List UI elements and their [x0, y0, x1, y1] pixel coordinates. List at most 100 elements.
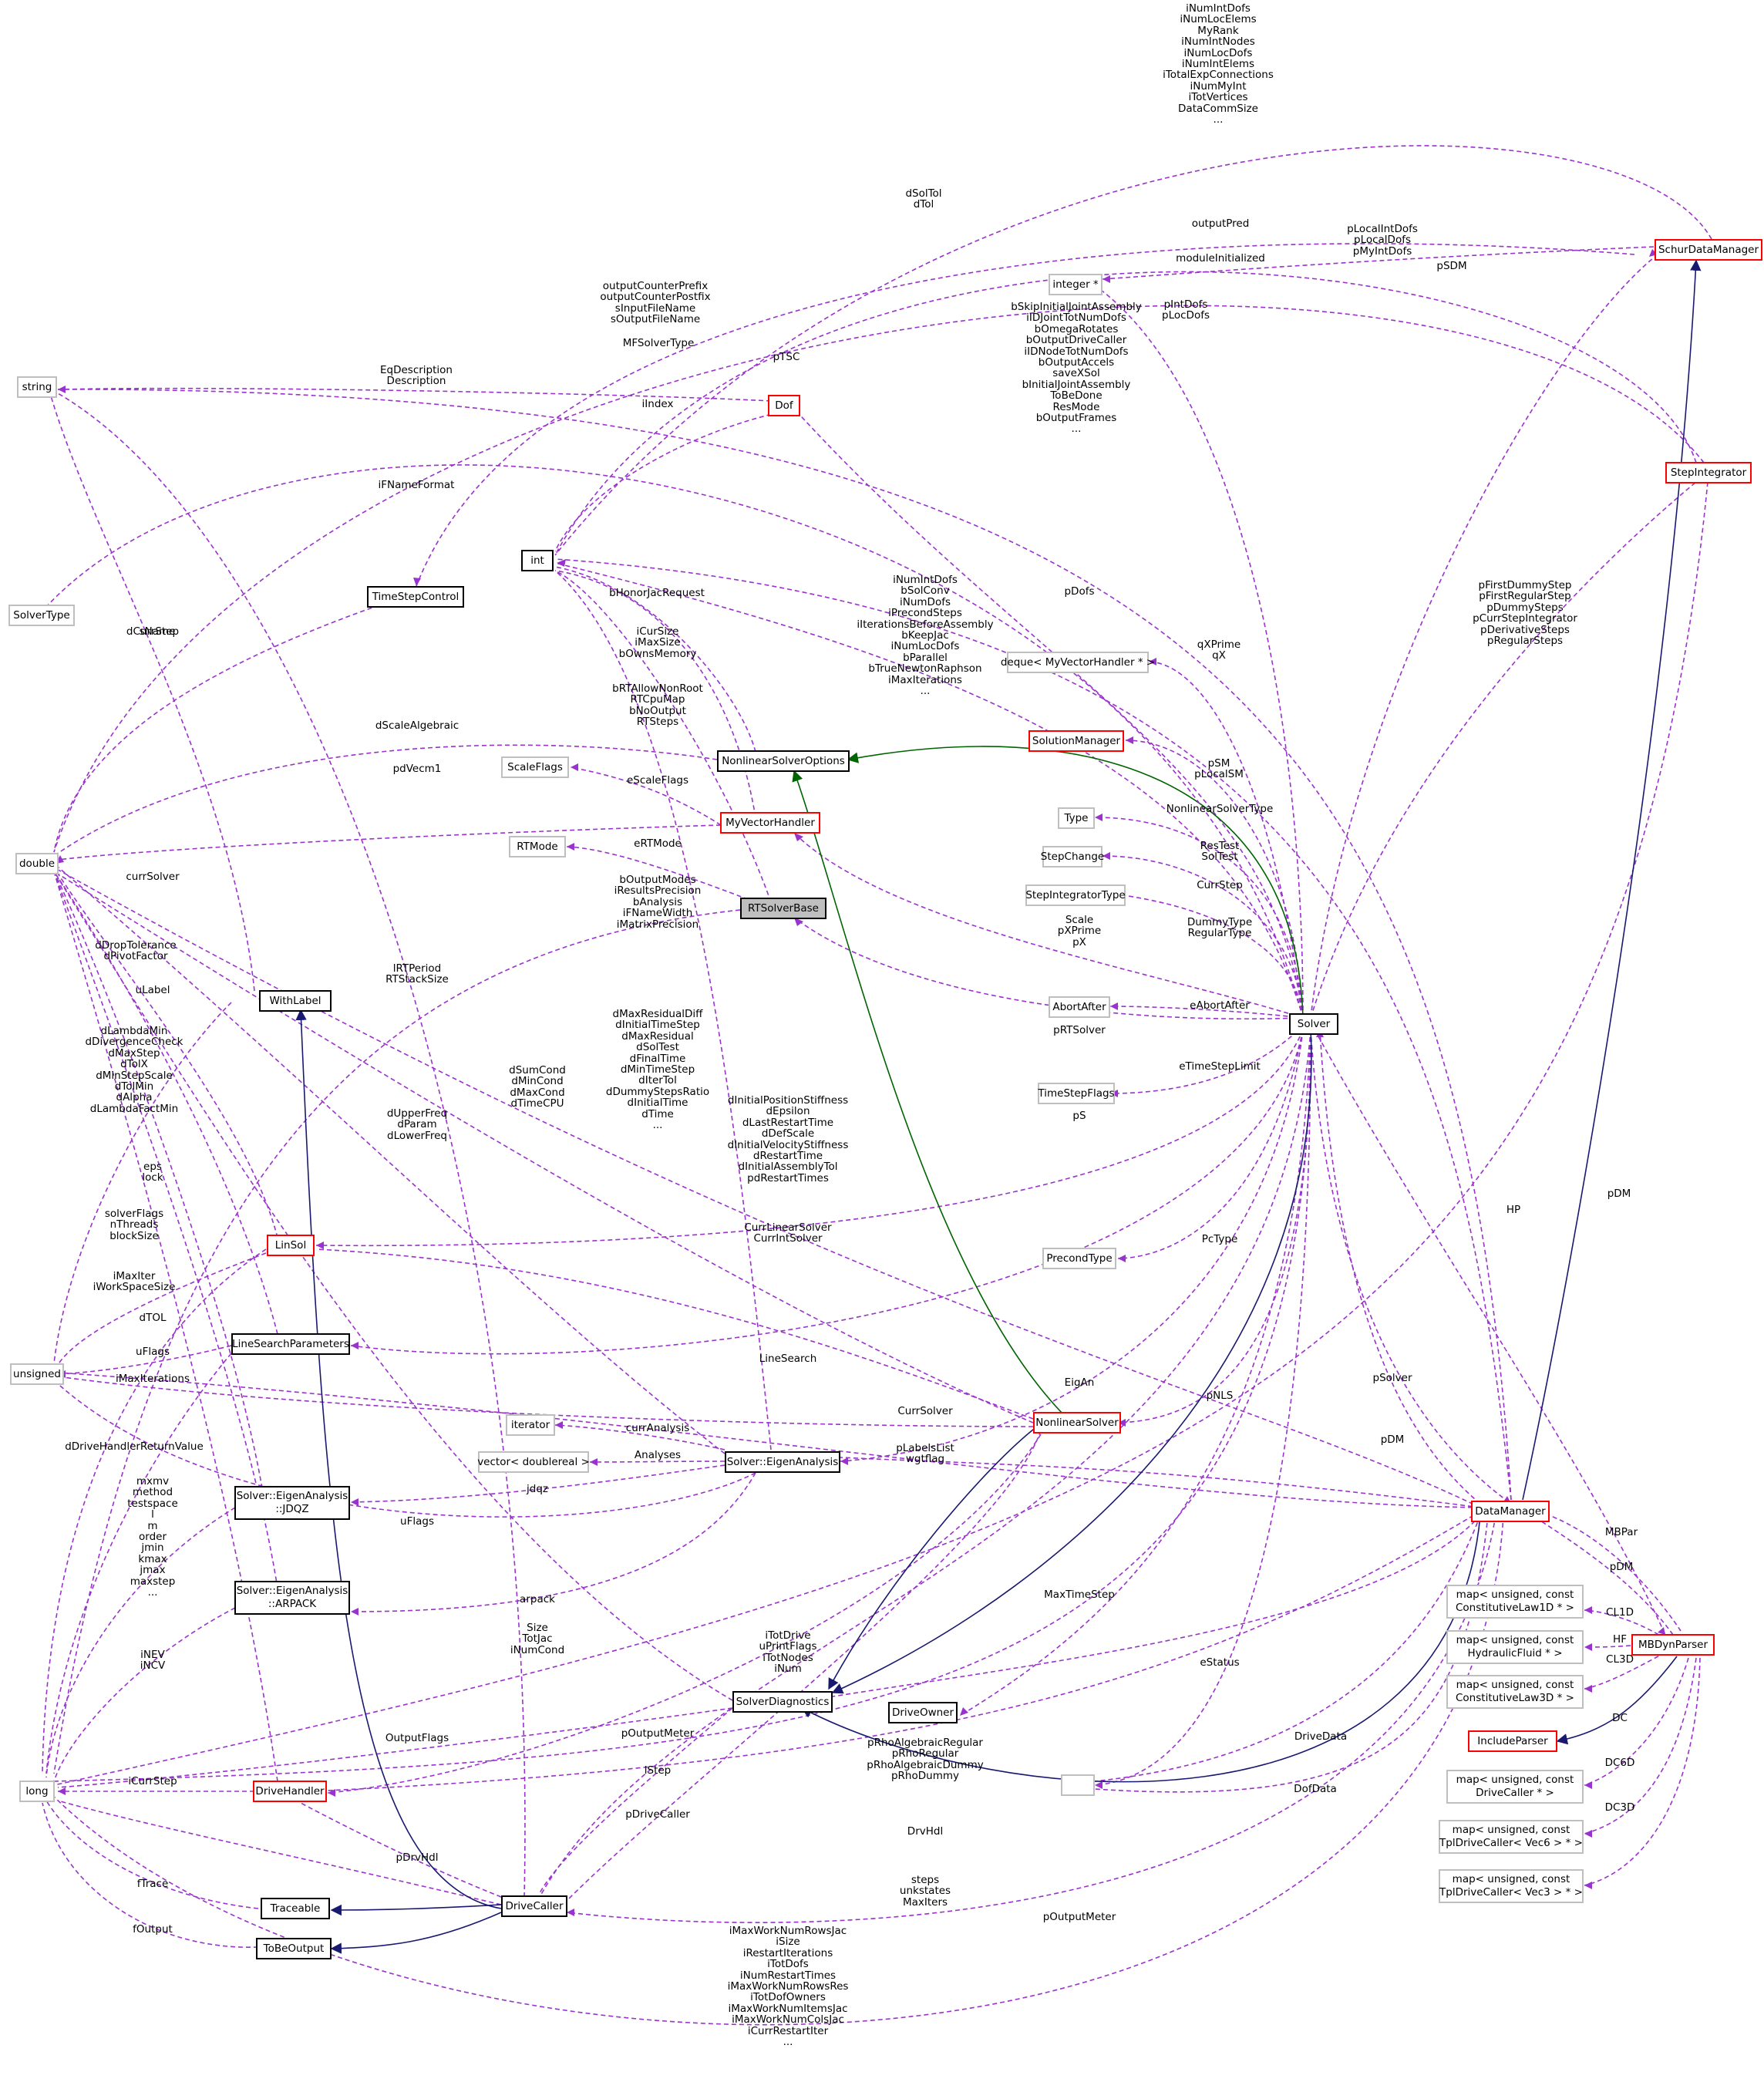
edge-label-dc3d: DC3D: [1604, 1801, 1635, 1814]
edge-label-ps: pS: [1072, 1110, 1086, 1122]
node-int[interactable]: int: [521, 550, 554, 571]
node-deque-myvectorhandler[interactable]: deque< MyVectorHandler * >: [1001, 652, 1155, 673]
arrowhead-string: [58, 386, 66, 393]
arrowhead-solutionmanager: [1126, 736, 1133, 744]
edge-label-imaxiter: iMaxIter iWorkSpaceSize: [93, 1270, 176, 1294]
node-map-hf[interactable]: map< unsigned, const HydraulicFluid * >: [1446, 1630, 1584, 1664]
node-nonlinearsolveroptions[interactable]: NonlinearSolverOptions: [717, 750, 850, 772]
node-rtmode[interactable]: RTMode: [509, 836, 566, 857]
edge-label-cl1d: CL1D: [1606, 1606, 1634, 1619]
edge-nonlinearsolveroptions-int: [554, 566, 756, 753]
node-precondtype[interactable]: PrecondType: [1042, 1248, 1116, 1269]
edge-label-dupper: dUpperFreq dParam dLowerFreq: [386, 1107, 448, 1142]
node-empty[interactable]: [1061, 1774, 1095, 1796]
edge-label-restest: ResTest SolTest: [1200, 840, 1240, 864]
edge-solver-precondtype: [1117, 1029, 1304, 1259]
node-stepintegratortype[interactable]: StepIntegratorType: [1025, 884, 1126, 906]
node-stepchange[interactable]: StepChange: [1041, 846, 1104, 868]
node-traceable[interactable]: Traceable: [261, 1898, 330, 1919]
node-timestepcontrol[interactable]: TimeStepControl: [367, 586, 464, 608]
node-double[interactable]: double: [15, 853, 59, 874]
node-vector-doublereal[interactable]: vector< doublereal >: [477, 1451, 590, 1473]
edge-datamanager-solverdiagnostics: [800, 1514, 1481, 1783]
edge-mbdynparser-includeparser: [1556, 1656, 1678, 1745]
node-withlabel[interactable]: WithLabel: [259, 990, 332, 1012]
edge-nonlinearsolver-unsigned: [57, 1376, 1034, 1427]
node-tobeoutput[interactable]: ToBeOutput: [256, 1938, 332, 1959]
node-driveowner[interactable]: DriveOwner: [888, 1702, 958, 1723]
edge-label-imaxwork: iMaxWorkNumRowsJac iSize iRestartIterati…: [727, 1925, 849, 2049]
edge-drivecaller-withlabel: [295, 1009, 502, 1909]
arrowhead-deque: [1149, 658, 1156, 665]
edge-tobeoutput-long: [42, 1802, 259, 1948]
edge-solver-stepintegratortype: [1117, 894, 1304, 1019]
edge-datamanager-int: [554, 558, 1512, 1501]
node-datamanager[interactable]: DataManager: [1471, 1501, 1550, 1522]
node-map-drivecaller[interactable]: map< unsigned, const DriveCaller * >: [1446, 1770, 1584, 1804]
node-dof[interactable]: Dof: [768, 395, 800, 416]
edge-label-lstep: lStep: [644, 1764, 672, 1777]
node-scaleflags[interactable]: ScaleFlags: [501, 756, 569, 778]
edge-solver-integer: [1094, 285, 1304, 1019]
edge-label-psm: pSM pLocalSM: [1194, 757, 1244, 781]
edge-withlabel-string: [49, 393, 255, 992]
node-eigenanalysis[interactable]: Solver::EigenAnalysis: [725, 1451, 840, 1473]
node-drivecaller[interactable]: DriveCaller: [501, 1895, 567, 1917]
node-map-vec3[interactable]: map< unsigned, const TplDriveCaller< Vec…: [1439, 1869, 1584, 1903]
node-map-vec6[interactable]: map< unsigned, const TplDriveCaller< Vec…: [1439, 1820, 1584, 1854]
node-nonlinearsolver[interactable]: NonlinearSolver: [1033, 1412, 1121, 1434]
node-solutionmanager[interactable]: SolutionManager: [1028, 730, 1124, 752]
arrowhead-map-drivecaller: [1584, 1781, 1592, 1789]
edge-datamanager-double: [53, 867, 1481, 1508]
edge-label-dmaxres: dMaxResidualDiff dInitialTimeStep dMaxRe…: [605, 1008, 710, 1132]
node-linesearchparameters[interactable]: LineSearchParameters: [231, 1333, 350, 1355]
arrowhead-abortafter: [1110, 1002, 1118, 1010]
edge-label-inev: iNEV iNCV: [140, 1649, 166, 1673]
arrowhead-scaleflags: [571, 763, 578, 771]
node-timestepflags[interactable]: TimeStepFlags: [1038, 1083, 1115, 1104]
node-jdqz[interactable]: Solver::EigenAnalysis ::JDQZ: [234, 1486, 350, 1520]
edge-label-scale: Scale pXPrime pX: [1057, 914, 1102, 948]
edge-solverdiagnostics-drivecaller: [539, 1707, 733, 1894]
node-rtsolverbase[interactable]: RTSolverBase: [740, 898, 826, 919]
node-solver[interactable]: Solver: [1289, 1013, 1338, 1035]
node-linsol[interactable]: LinSol: [267, 1235, 315, 1256]
edge-stepintegrator-long: [53, 481, 1708, 1786]
edge-label-estatus: eStatus: [1200, 1656, 1240, 1669]
node-solverdiagnostics[interactable]: SolverDiagnostics: [732, 1691, 833, 1713]
edge-label-inumintdofs: iNumIntDofs bSolConv iNumDofs iPrecondSt…: [857, 574, 994, 698]
arrowhead-long: [58, 1787, 66, 1795]
arrowhead-map-hf: [1584, 1643, 1592, 1651]
node-type[interactable]: Type: [1058, 807, 1095, 829]
edge-label-jdqz: jdqz: [527, 1483, 548, 1495]
edge-label-currlinear: CurrLinearSolver CurrIntSolver: [744, 1221, 832, 1245]
node-myvectorhandler[interactable]: MyVectorHandler: [720, 812, 820, 834]
node-drivehandler[interactable]: DriveHandler: [253, 1781, 327, 1802]
node-map-cl1d[interactable]: map< unsigned, const ConstitutiveLaw1D *…: [1446, 1585, 1584, 1619]
edge-label-linesearch: LineSearch: [759, 1353, 817, 1365]
node-stepintegrator[interactable]: StepIntegrator: [1665, 462, 1752, 483]
node-map-cl3d[interactable]: map< unsigned, const ConstitutiveLaw3D *…: [1446, 1675, 1584, 1709]
node-mbdynparser[interactable]: MBDynParser: [1631, 1634, 1715, 1656]
node-string[interactable]: string: [17, 376, 57, 398]
node-solvertype[interactable]: SolverType: [8, 605, 75, 626]
node-arpack[interactable]: Solver::EigenAnalysis ::ARPACK: [234, 1581, 350, 1615]
node-schurdatamanager[interactable]: SchurDataManager: [1655, 239, 1762, 261]
edge-label-schur-ints: iNumIntDofs iNumLocElems MyRank iNumIntN…: [1163, 2, 1274, 126]
edge-label-ifnameformat: iFNameFormat: [378, 479, 455, 491]
node-integer-ptr[interactable]: integer *: [1049, 274, 1102, 295]
edge-label-outputflags: OutputFlags: [385, 1732, 449, 1744]
node-includeparser[interactable]: IncludeParser: [1468, 1730, 1557, 1752]
node-iterator[interactable]: iterator: [506, 1414, 555, 1436]
edge-label-iindex: iIndex: [641, 398, 674, 410]
node-unsigned[interactable]: unsigned: [10, 1363, 64, 1385]
edge-solver-abortafter: [1109, 1006, 1304, 1019]
node-long[interactable]: long: [19, 1781, 55, 1802]
edge-eigenanalysis-iterator: [554, 1424, 725, 1450]
edge-label-escaleflags: eScaleFlags: [626, 774, 689, 787]
edge-nonlinearsolver-drivehandler: [327, 1434, 1042, 1794]
edge-nonlinearsolver-double: [53, 871, 1034, 1423]
node-abortafter[interactable]: AbortAfter: [1049, 996, 1110, 1018]
edge-label-dscalealg: dScaleAlgebraic: [375, 719, 460, 732]
